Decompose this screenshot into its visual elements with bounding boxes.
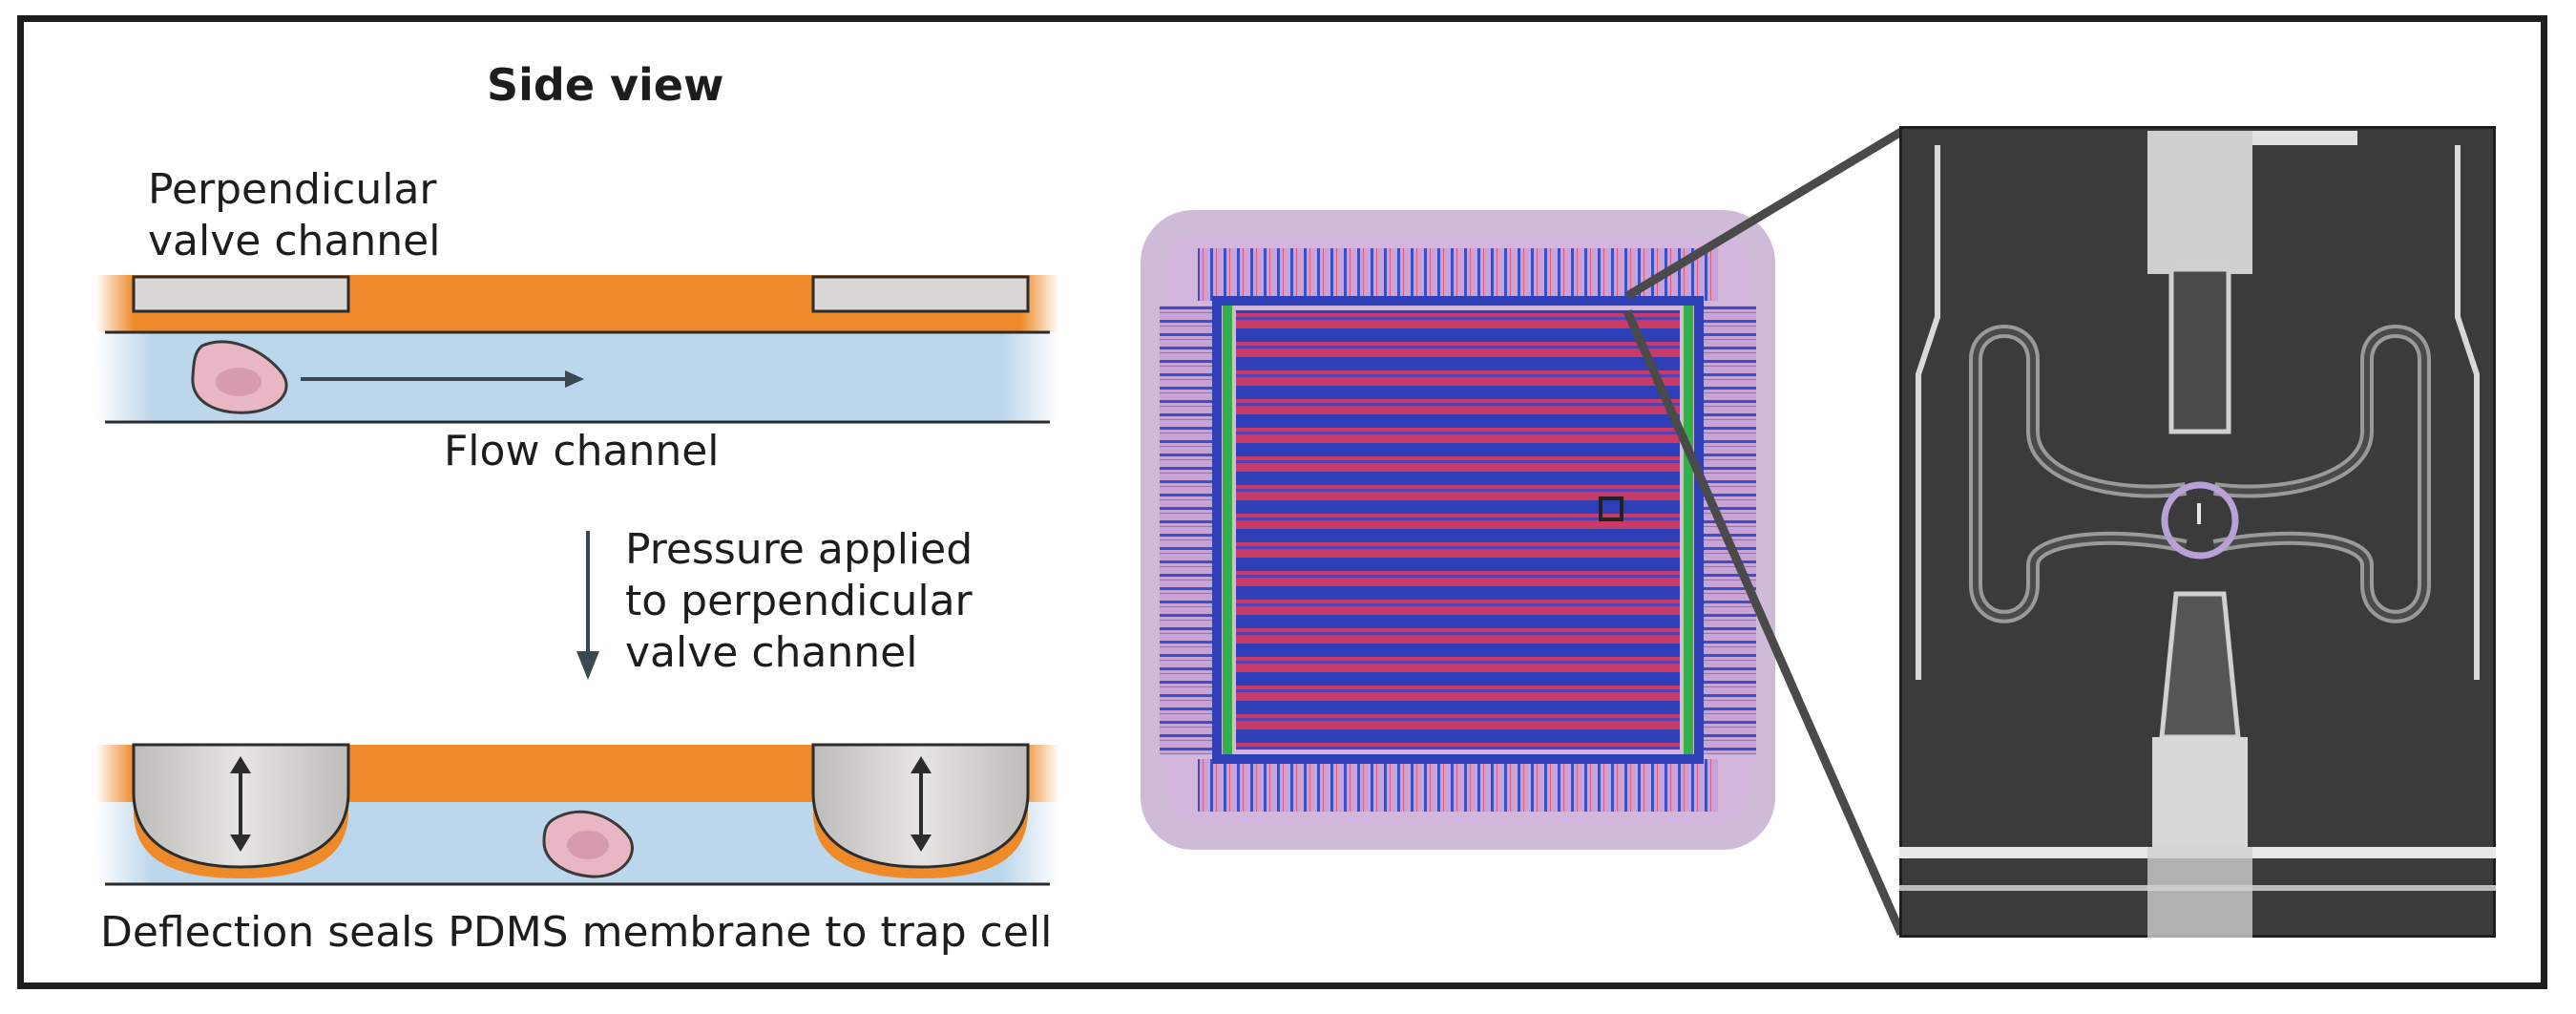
pressure-label-line3: valve channel [625,628,918,677]
valve-channel-left [132,275,350,313]
side-view-title: Side view [487,59,724,111]
open-valve-schematic [95,275,1059,424]
pressure-label-line1: Pressure applied [625,525,974,574]
closed-valve-schematic [95,743,1059,886]
valve-channel-label-line1: Perpendicular [148,165,437,214]
cell-nucleus [216,368,262,396]
valve-channel-label-line2: valve channel [148,217,441,265]
pressure-label-line2: to perpendicular [625,577,973,625]
pressure-arrow [576,531,599,680]
valve-channel-right [811,275,1030,313]
zoom-connector [1623,128,1906,936]
trap-ring [2161,481,2239,560]
chip-layout-image [1141,210,1775,850]
deflection-label: Deflection seals PDMS membrane to trap c… [100,908,1053,957]
microscopy-image [1899,126,2496,938]
flow-channel-label: Flow channel [444,427,720,475]
